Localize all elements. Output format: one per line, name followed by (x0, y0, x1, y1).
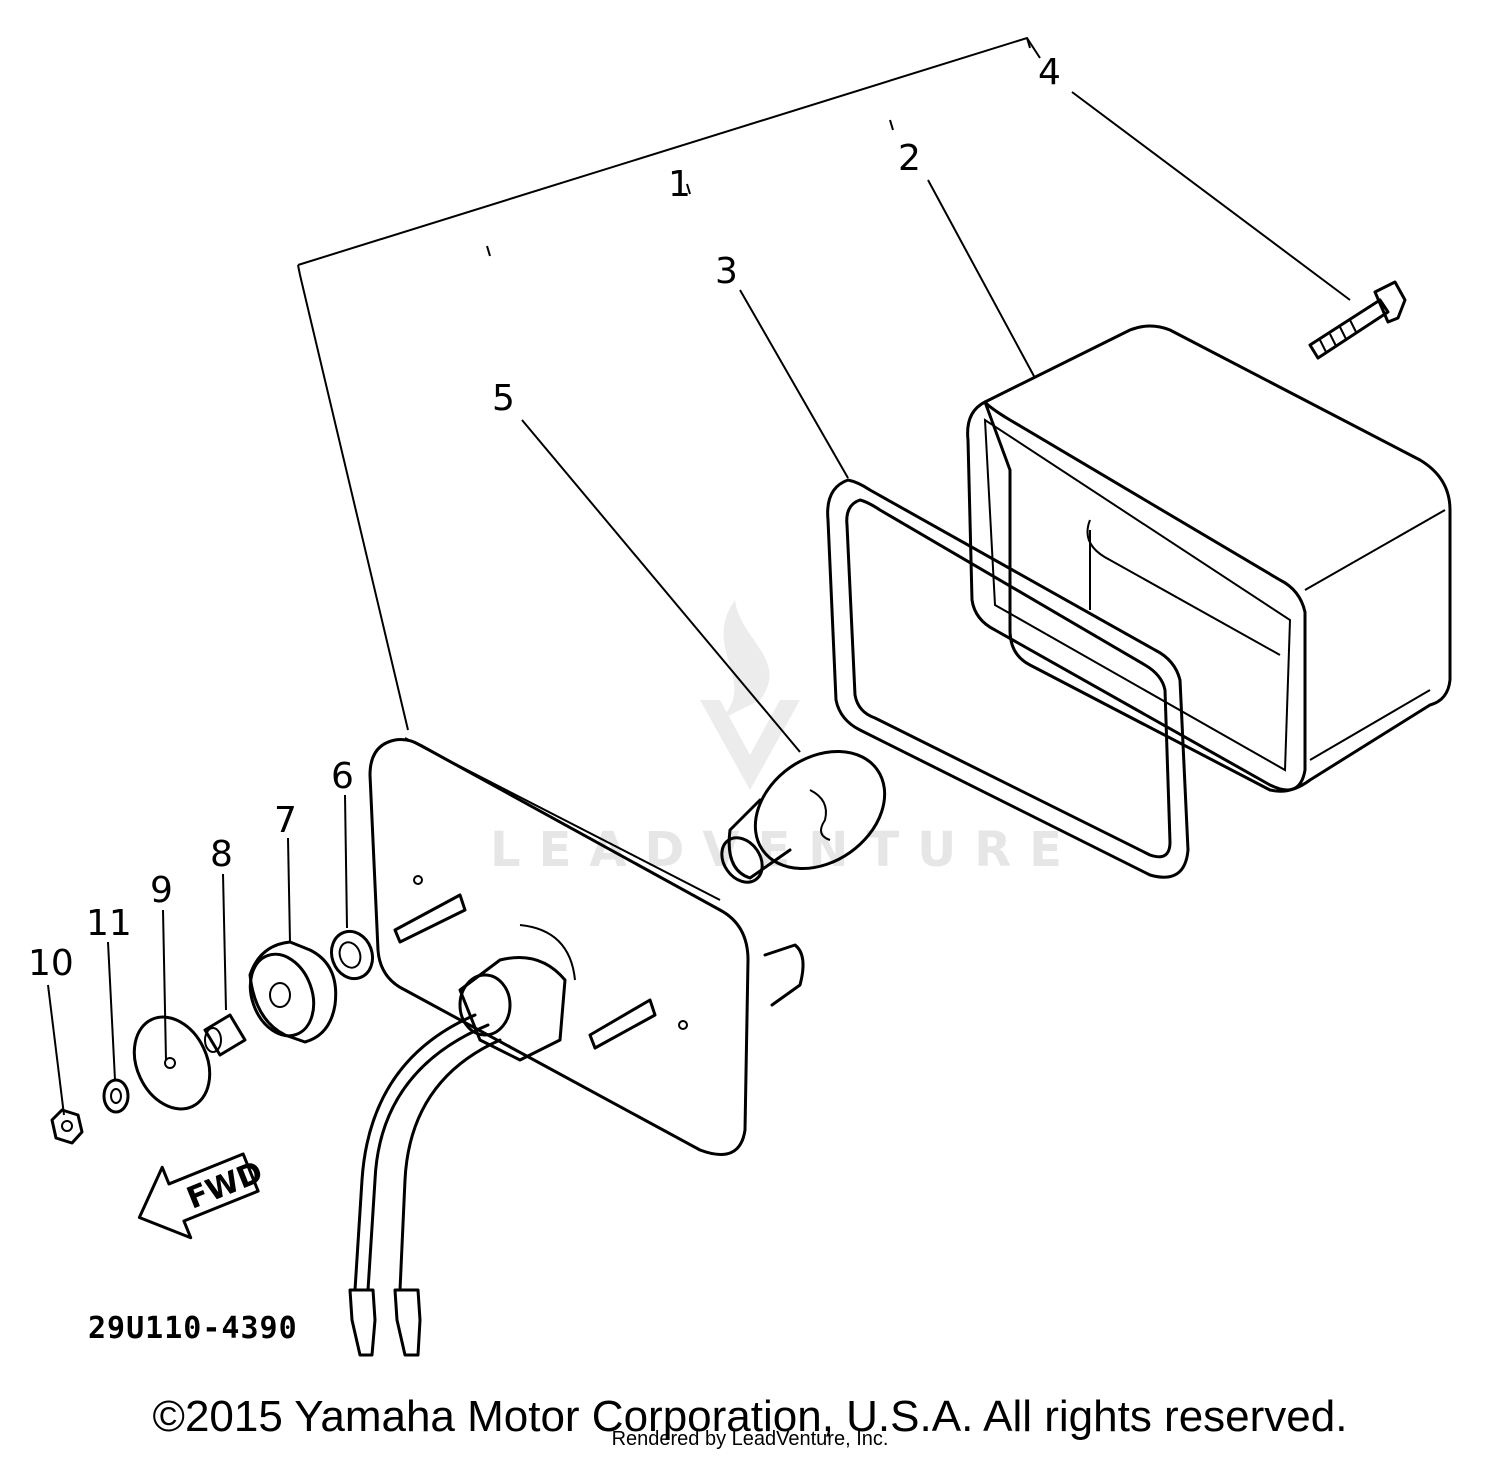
callout-7: 7 (274, 800, 297, 841)
callout-8: 8 (210, 834, 233, 875)
lens-housing-part-2 (966, 324, 1452, 793)
gasket-part-3 (826, 478, 1190, 879)
rendered-by-credit: Rendered by LeadVenture, Inc. (611, 1428, 889, 1450)
callout-1: 1 (668, 164, 691, 205)
part-number: 29U110-4390 (88, 1311, 298, 1346)
fwd-arrow: FWD (137, 1152, 268, 1240)
watermark-text: LEADVENTURE (490, 822, 1080, 878)
bulb-part-5 (720, 749, 887, 884)
washer-part-9 (132, 1015, 212, 1111)
callout-4: 4 (1038, 52, 1061, 93)
callout-9: 9 (150, 870, 173, 911)
callout-numbers: 1 2 3 4 5 6 7 8 9 10 11 (28, 52, 1061, 984)
wires (348, 1013, 502, 1357)
callout-6: 6 (331, 756, 354, 797)
watermark-logo: LEADVENTURE (490, 600, 1080, 878)
collar-part-8 (203, 1013, 247, 1057)
callout-2: 2 (898, 138, 921, 179)
base-plate-part-1 (368, 737, 805, 1156)
lock-washer-part-11 (102, 1078, 130, 1114)
fwd-label: FWD (182, 1155, 268, 1217)
callout-10: 10 (28, 943, 74, 984)
callout-3: 3 (715, 251, 738, 292)
leader-lines (47, 36, 1351, 1116)
callout-5: 5 (492, 378, 515, 419)
nut-part-10 (50, 1108, 84, 1145)
copyright-notice: ©2015 Yamaha Motor Corporation, U.S.A. A… (152, 1392, 1348, 1441)
washer-part-6 (329, 929, 375, 981)
grommet-part-7 (248, 940, 338, 1044)
screw-part-4 (1308, 280, 1407, 360)
callout-11: 11 (86, 903, 132, 944)
